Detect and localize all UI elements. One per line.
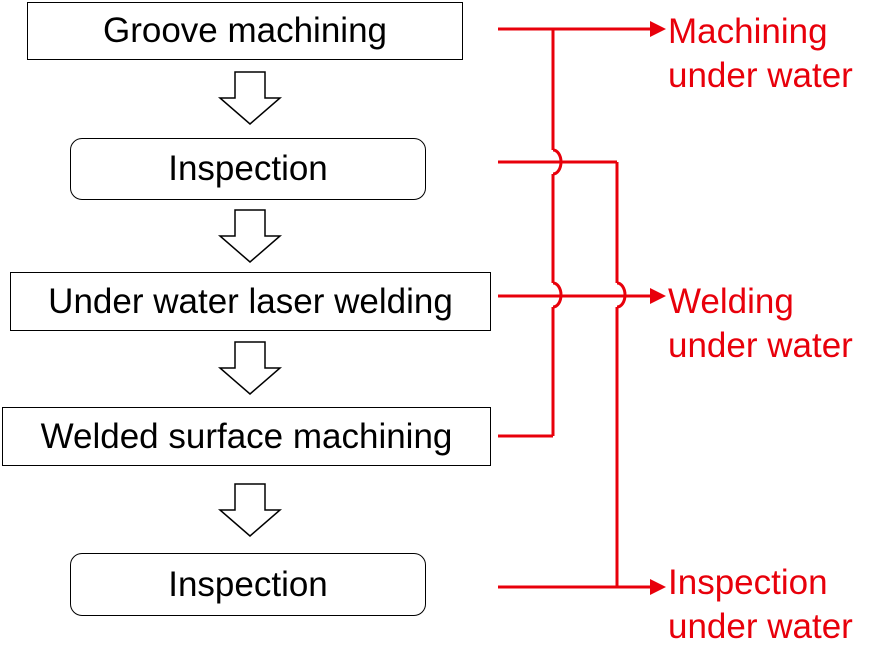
category-line2: under water bbox=[668, 607, 853, 646]
step-label: Groove machining bbox=[102, 11, 388, 50]
category-machining-label: Machining under water bbox=[668, 10, 853, 98]
step-inspection-2: Inspection bbox=[70, 553, 426, 616]
category-line1: Machining bbox=[668, 12, 828, 51]
red-connectors bbox=[498, 27, 652, 589]
down-arrow-4 bbox=[217, 483, 283, 537]
down-arrow-1 bbox=[217, 71, 283, 125]
step-welded-surface-machining: Welded surface machining bbox=[2, 407, 491, 466]
step-label: Inspection bbox=[168, 564, 328, 604]
step-label: Under water laser welding bbox=[48, 281, 453, 321]
category-line1: Inspection bbox=[668, 563, 828, 602]
step-under-water-laser-welding: Under water laser welding bbox=[10, 272, 491, 331]
step-label: Welded surface machining bbox=[40, 416, 453, 456]
down-arrow-2 bbox=[217, 209, 283, 263]
category-welding-label: Welding under water bbox=[668, 280, 853, 368]
red-arrowheads bbox=[650, 21, 666, 595]
step-label: Inspection bbox=[168, 149, 328, 188]
arrowhead-machining bbox=[650, 21, 666, 37]
category-line1: Welding bbox=[668, 282, 794, 321]
category-line2: under water bbox=[668, 56, 853, 95]
category-inspection-label: Inspection under water bbox=[668, 561, 853, 649]
step-inspection-1: Inspection bbox=[70, 138, 426, 200]
arrowhead-inspection bbox=[650, 579, 666, 595]
down-arrow-3 bbox=[217, 341, 283, 395]
flow-arrows bbox=[217, 71, 283, 537]
category-line2: under water bbox=[668, 326, 853, 365]
arrowhead-welding bbox=[650, 288, 666, 304]
step-groove-machining: Groove machining bbox=[27, 2, 463, 60]
